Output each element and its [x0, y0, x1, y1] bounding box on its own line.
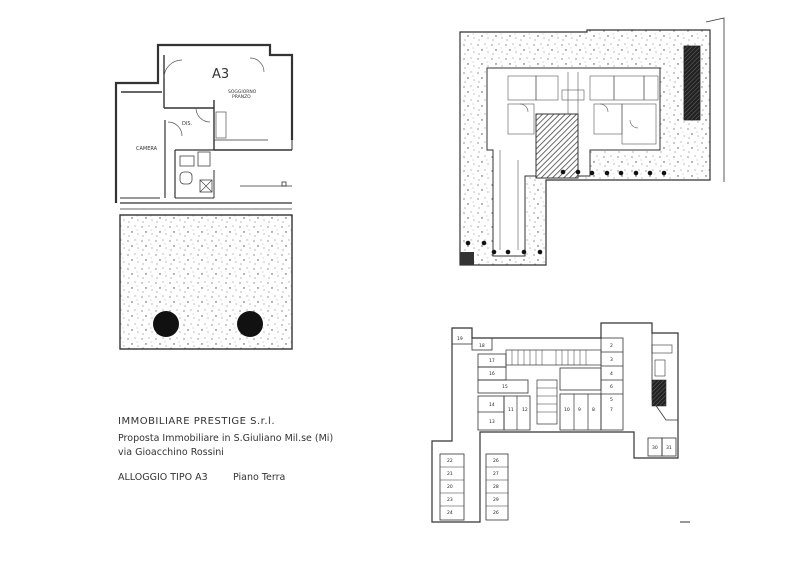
project-title: Proposta Immobiliare in S.Giuliano Mil.s…: [118, 433, 334, 444]
box-number: 10: [564, 407, 570, 413]
box-number: 21: [447, 471, 453, 477]
tree-icon: [153, 311, 179, 337]
box-number: 7: [610, 407, 613, 413]
a3-unit-plan: A3 SOGGIORNO PRANZO CAMERA DIS.: [114, 43, 294, 350]
room-label-dis: DIS.: [182, 121, 192, 127]
box-number: 18: [479, 343, 485, 349]
box-number: 13: [489, 419, 495, 425]
box-number: 31: [666, 445, 672, 451]
box-number: 6: [610, 384, 613, 390]
room-label-soggiorno: SOGGIORNO: [228, 89, 257, 95]
box-number: 28: [493, 484, 499, 490]
box-number: 20: [447, 484, 453, 490]
box-number: 11: [508, 407, 514, 413]
box-number: 23: [447, 497, 453, 503]
box-number: 26: [493, 458, 499, 464]
site-plan: [459, 17, 725, 266]
box-number: 15: [502, 384, 508, 390]
box-number: 17: [489, 358, 495, 364]
unit-type: ALLOGGIO TIPO A3: [118, 472, 208, 483]
box-number: 12: [522, 407, 528, 413]
room-label-camera: CAMERA: [136, 146, 158, 152]
box-number: 30: [652, 445, 658, 451]
box-number: 4: [610, 371, 613, 377]
box-number: 5: [610, 397, 613, 403]
box-number: 26: [493, 510, 499, 516]
box-number: 24: [447, 510, 453, 516]
company-name: IMMOBILIARE PRESTIGE S.r.l.: [118, 416, 275, 427]
box-number: 14: [489, 402, 495, 408]
unit-label: A3: [212, 67, 229, 82]
box-number: 22: [447, 458, 453, 464]
box-number: 27: [493, 471, 499, 477]
box-number: 16: [489, 371, 495, 377]
box-number: 3: [610, 357, 613, 363]
box-number: 29: [493, 497, 499, 503]
tree-icon: [237, 311, 263, 337]
box-number: 8: [592, 407, 595, 413]
box-number: 9: [578, 407, 581, 413]
box-number: 2: [610, 343, 613, 349]
box-number: 19: [457, 336, 463, 342]
basement-plan: [431, 322, 690, 523]
room-label-pranzo: PRANZO: [232, 94, 251, 100]
project-address: via Gioacchino Rossini: [118, 447, 224, 458]
floor-label: Piano Terra: [233, 472, 286, 483]
